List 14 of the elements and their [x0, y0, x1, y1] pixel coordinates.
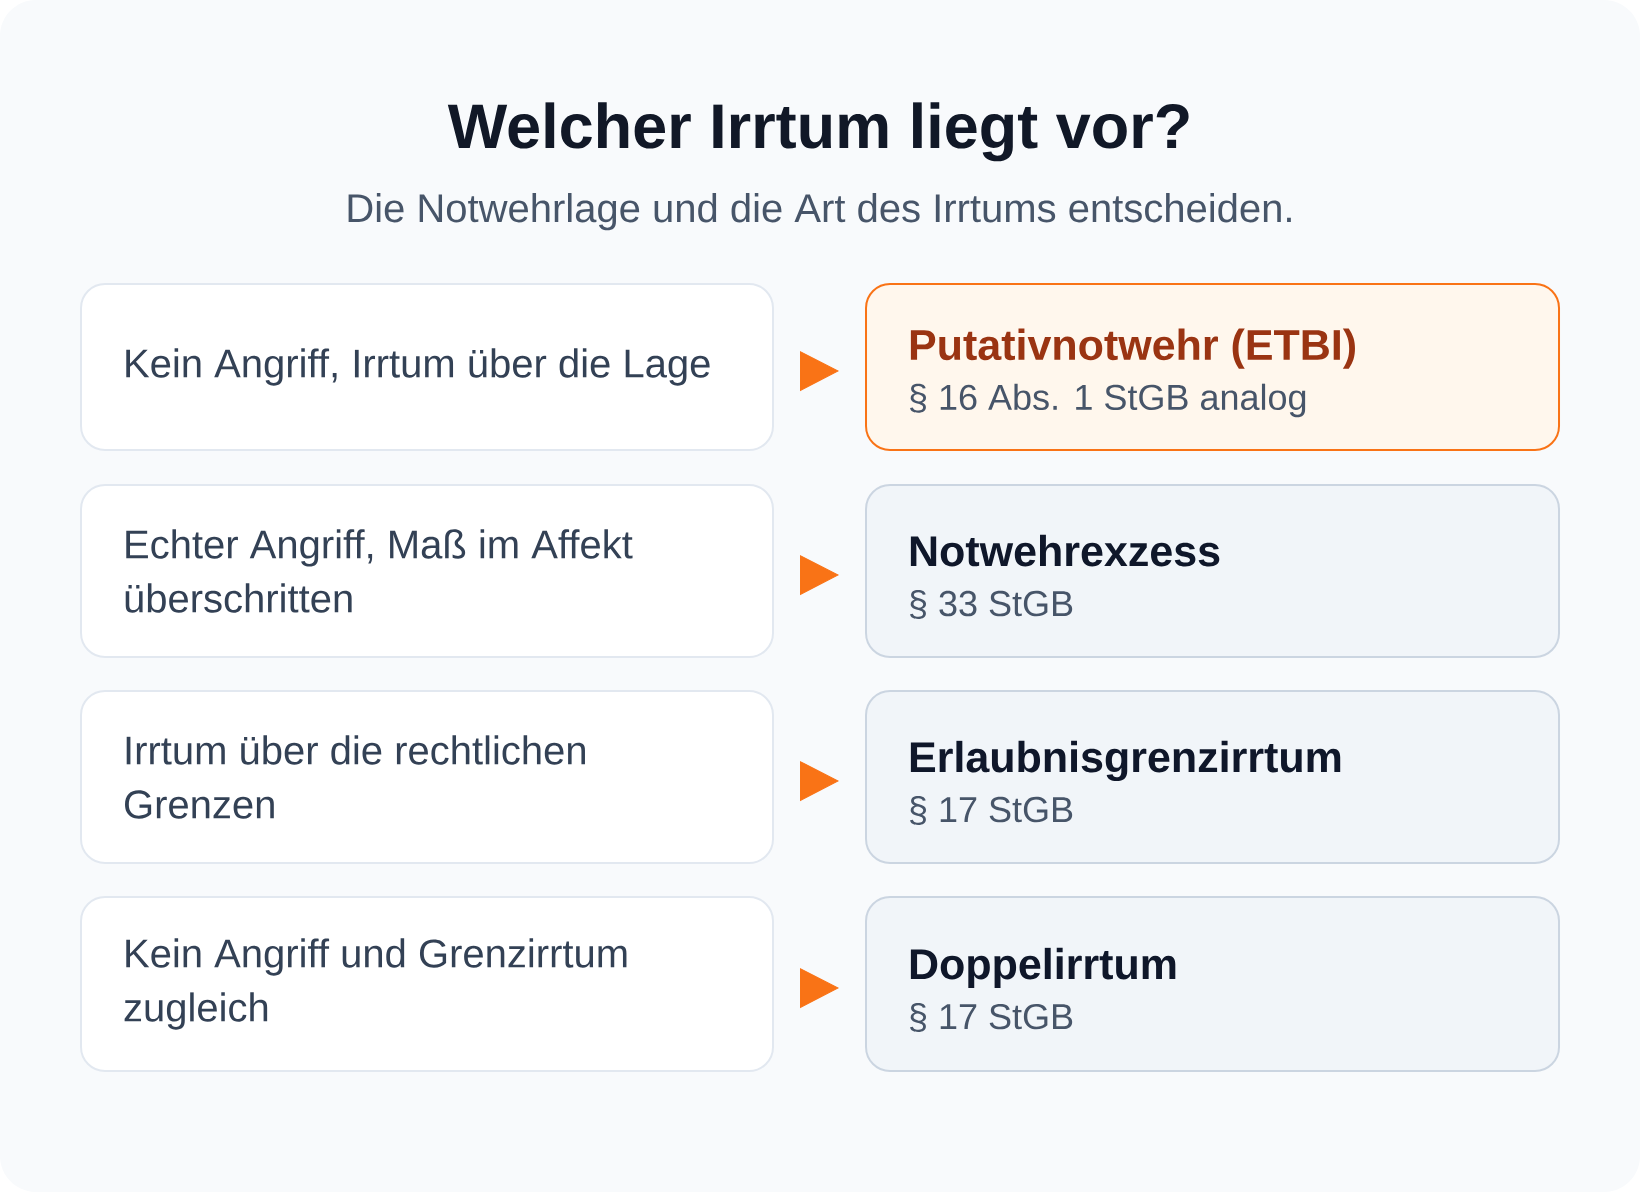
result-box: Erlaubnisgrenzirrtum § 17 StGB — [865, 690, 1560, 864]
result-box: Doppelirrtum § 17 StGB — [865, 896, 1560, 1072]
title: Welcher Irrtum liegt vor? — [447, 102, 1189, 162]
situation-box: Echter Angriff, Maß im Affekt überschritten — [80, 484, 774, 658]
result-box: Notwehrexzess § 33 StGB — [865, 484, 1560, 658]
situation-box: Kein Angriff, Irrtum über die Lage — [80, 283, 774, 451]
subtitle: Die Notwehrlage und die Art des Irrtums entscheiden. — [348, 193, 1291, 231]
arrow — [799, 968, 839, 1008]
arrow — [799, 761, 839, 801]
situation-box: Irrtum über die rechtlichen Grenzen — [80, 690, 774, 864]
arrow — [799, 351, 839, 391]
arrow — [799, 555, 839, 595]
result-box: Putativnotwehr (ETBI) § 16 Abs. 1 StGB analog — [865, 283, 1560, 451]
situation-box: Kein Angriff und Grenzirrtum zugleich — [80, 896, 774, 1072]
